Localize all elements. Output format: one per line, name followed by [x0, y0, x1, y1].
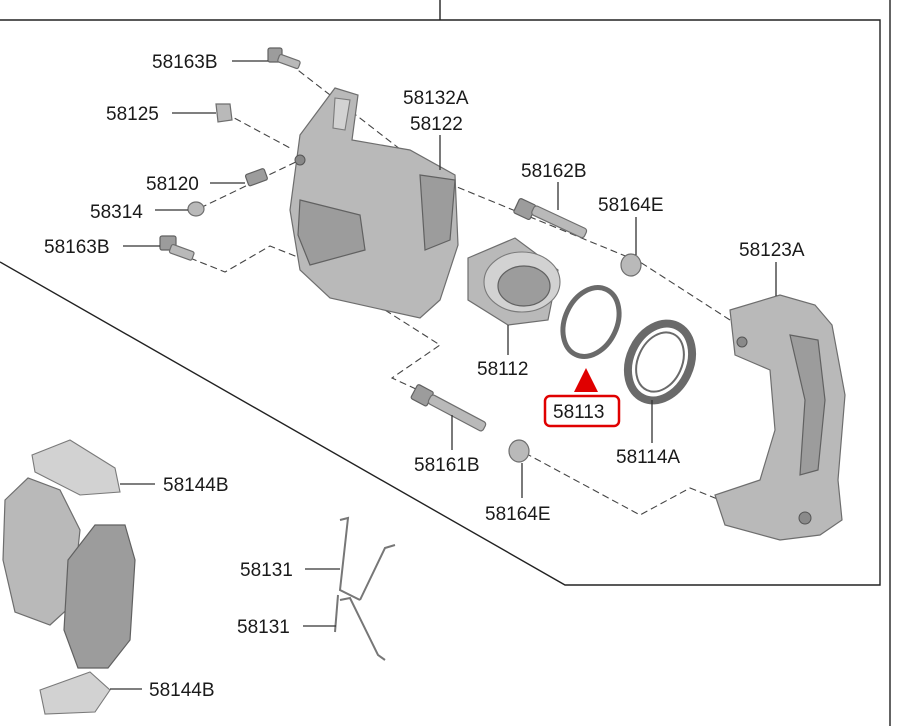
- part-label-58144B-top[interactable]: 58144B: [163, 475, 229, 496]
- brake-pad-shims: [31, 439, 121, 715]
- bolt-58163B-top: [267, 47, 301, 70]
- part-label-58163B-mid[interactable]: 58163B: [44, 237, 110, 258]
- part-label-58162B[interactable]: 58162B: [521, 161, 587, 182]
- brake-pads: [2, 477, 136, 669]
- bleeder-58120: [244, 168, 268, 187]
- guide-bolt-58162B: [513, 198, 588, 239]
- part-label-58144B-bottom[interactable]: 58144B: [149, 680, 215, 701]
- part-label-58120[interactable]: 58120: [146, 174, 199, 195]
- dust-boot-part: [623, 319, 697, 405]
- part-label-58131-a[interactable]: 58131: [240, 560, 293, 581]
- boot-58164E-bottom: [508, 439, 530, 463]
- boot-58164E-top: [620, 253, 642, 277]
- anti-rattle-springs: [334, 516, 396, 661]
- guide-bolt-58161B: [410, 384, 487, 432]
- bolt-58163B-mid: [159, 235, 195, 261]
- cap-58125: [215, 103, 233, 123]
- part-label-58125[interactable]: 58125: [106, 104, 159, 125]
- part-labels: 58163B 58125 58132A 58122 58120 58314 58…: [44, 52, 805, 701]
- caliper-housing-part: [289, 87, 459, 319]
- part-label-58123A[interactable]: 58123A: [739, 240, 805, 261]
- caliper-bracket-part: [714, 294, 846, 541]
- part-label-58122[interactable]: 58122: [410, 114, 463, 135]
- part-label-58161B[interactable]: 58161B: [414, 455, 480, 476]
- part-label-58314[interactable]: 58314: [90, 202, 143, 223]
- part-label-58132A[interactable]: 58132A: [403, 88, 469, 109]
- part-label-58113[interactable]: 58113: [553, 402, 604, 423]
- seal-ring-part: [560, 285, 622, 359]
- cap-58314: [187, 201, 205, 217]
- part-label-58131-b[interactable]: 58131: [237, 617, 290, 638]
- part-label-58164E-top[interactable]: 58164E: [598, 195, 664, 216]
- leader-lines: [110, 60, 777, 690]
- part-label-58164E-bottom[interactable]: 58164E: [485, 504, 551, 525]
- part-label-58112[interactable]: 58112: [477, 359, 528, 380]
- highlight-marker: [543, 368, 621, 428]
- part-label-58163B-top[interactable]: 58163B: [152, 52, 218, 73]
- part-label-58114A[interactable]: 58114A: [616, 447, 680, 468]
- piston-part: [467, 237, 561, 326]
